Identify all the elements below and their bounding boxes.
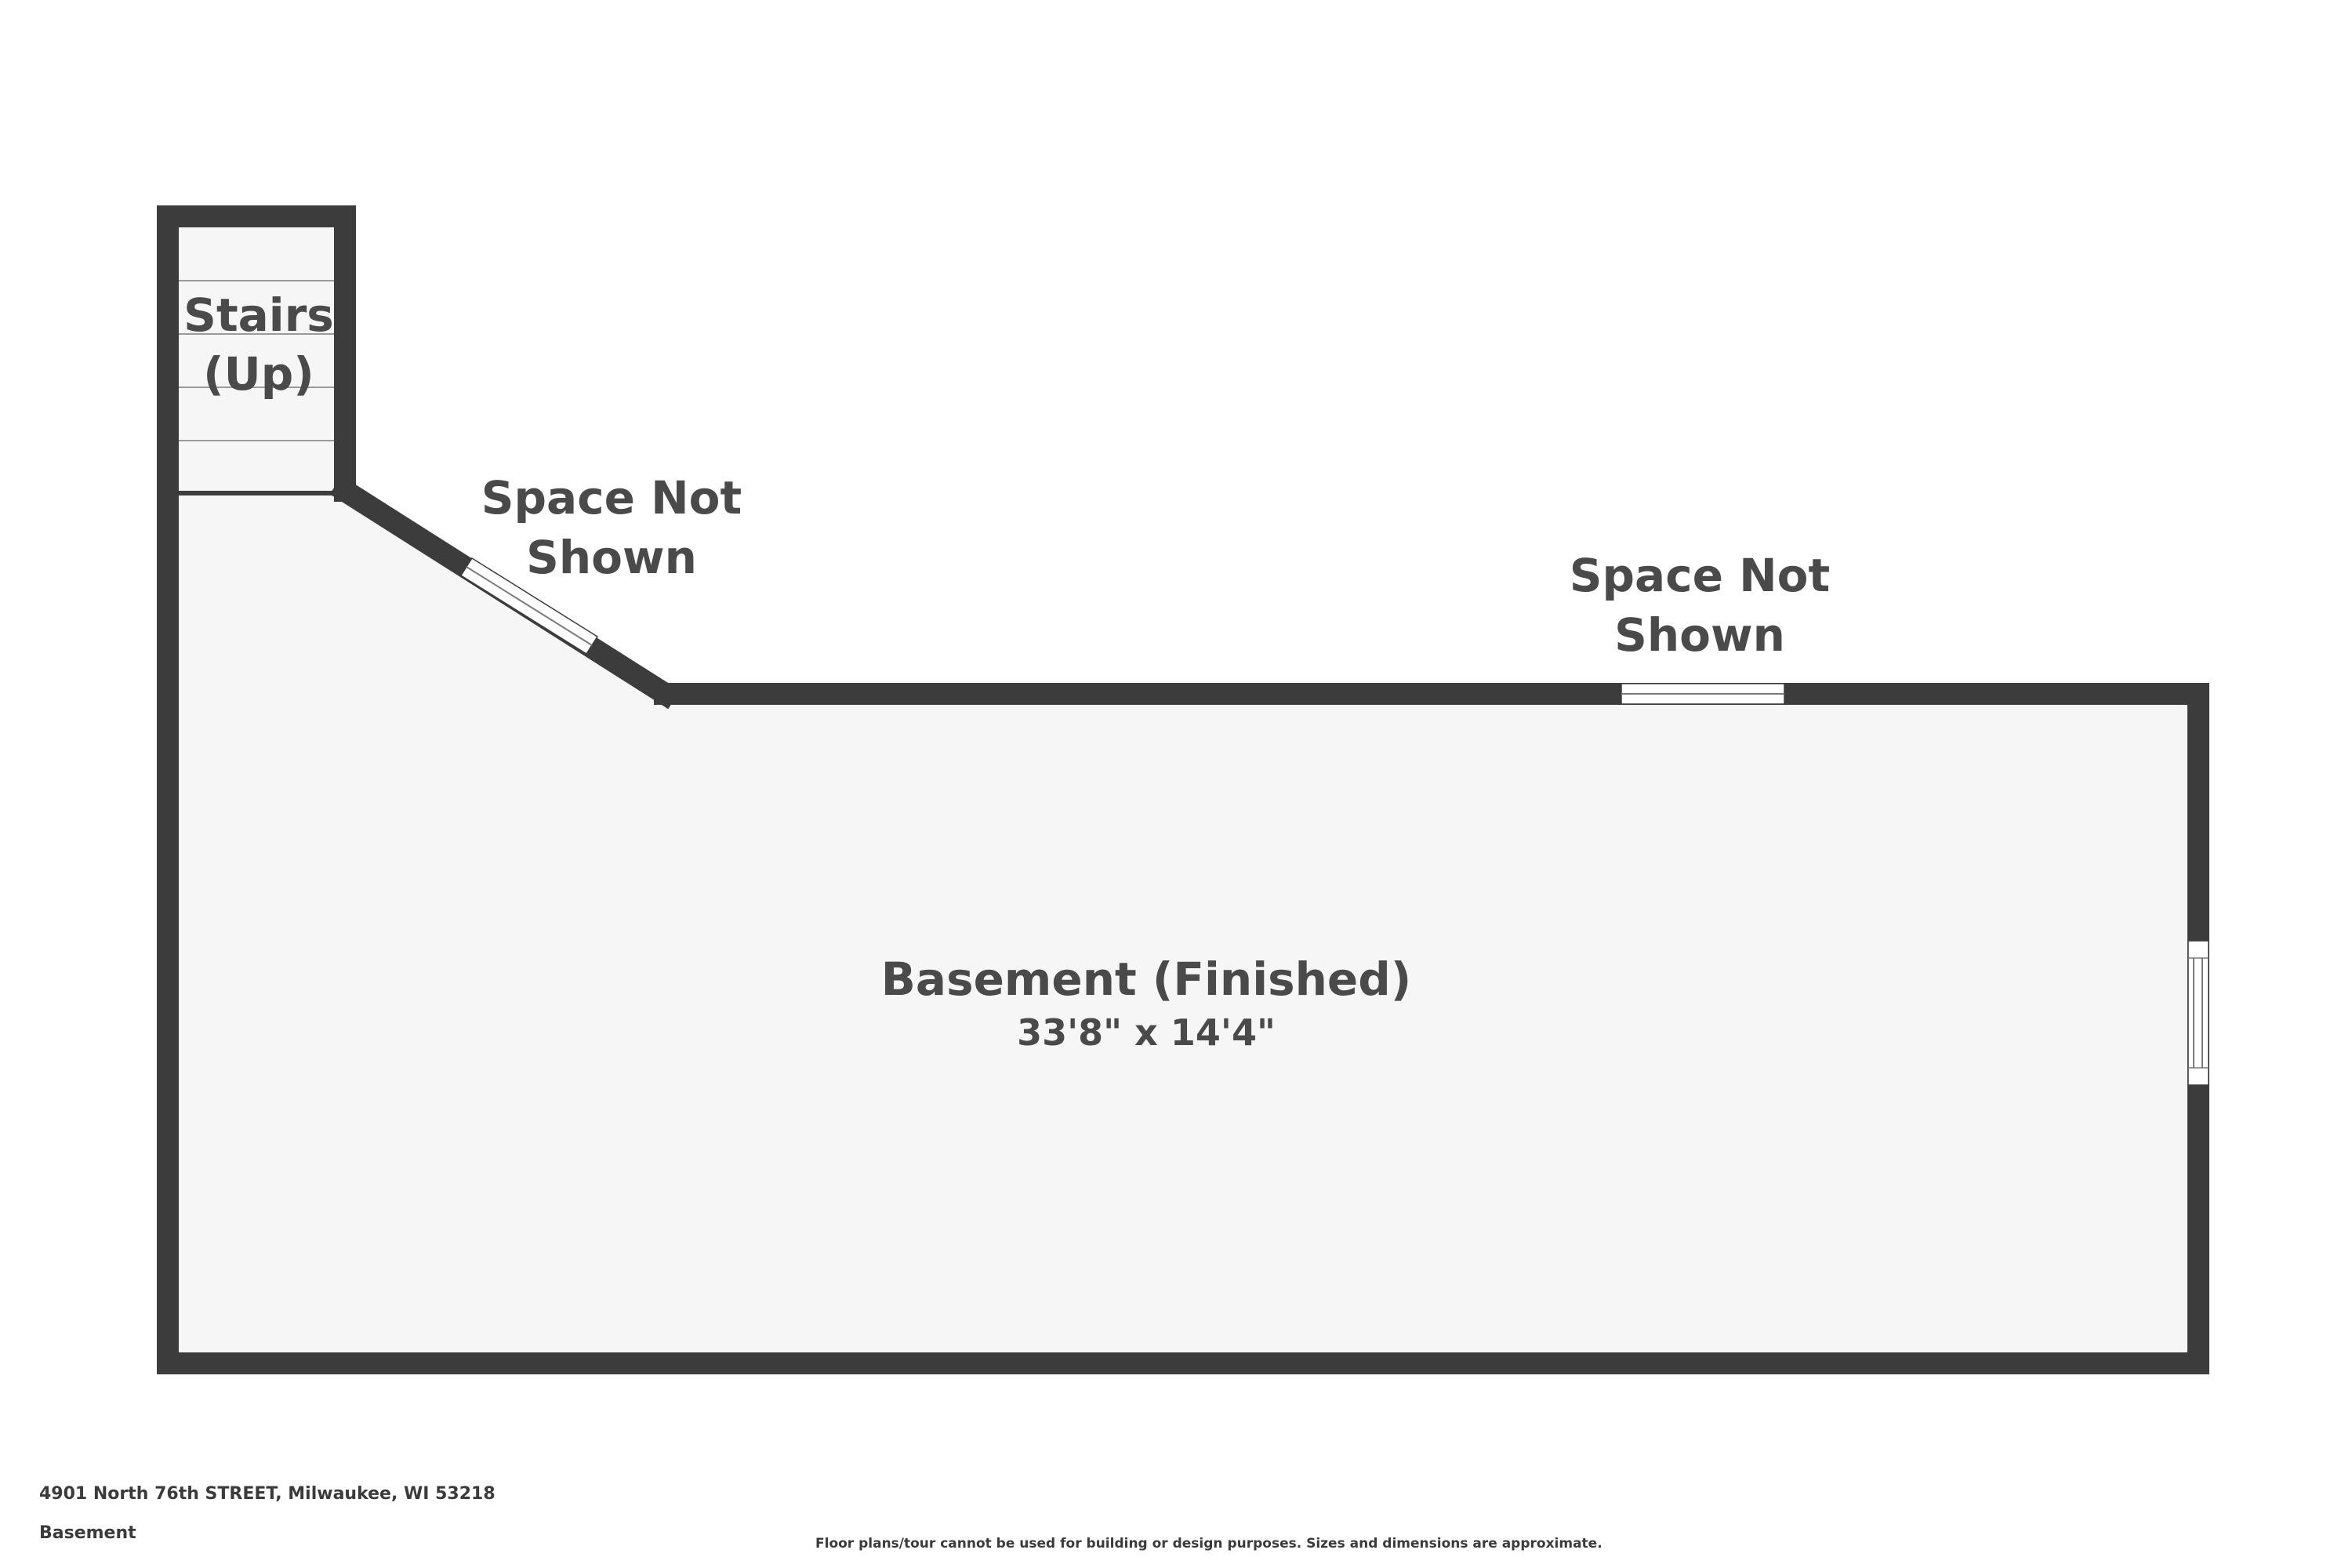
stairs-label-line1: Stairs: [183, 289, 334, 342]
right-window: [2187, 940, 2209, 1086]
diagonal-window: [459, 557, 599, 655]
top-window: [1621, 683, 1785, 705]
walls: [157, 205, 2209, 1374]
property-address: 4901 North 76th STREET, Milwaukee, WI 53…: [39, 1484, 495, 1504]
stairs-label-line2: (Up): [203, 347, 314, 401]
floor-name: Basement: [39, 1523, 136, 1543]
stairs-floor: [178, 227, 335, 494]
basement-floor: [178, 495, 2187, 1352]
stair-treads: [178, 280, 335, 441]
basement-room-name: Basement (Finished): [881, 953, 1412, 1006]
space-not-shown-2-line1: Space Not: [1570, 549, 1830, 602]
basement-dimensions: 33'8" x 14'4": [1017, 1011, 1276, 1054]
space-not-shown-1-line1: Space Not: [481, 471, 742, 524]
space-not-shown-2-line2: Shown: [1614, 608, 1785, 662]
disclaimer: Floor plans/tour cannot be used for buil…: [815, 1536, 1602, 1552]
space-not-shown-1-line2: Shown: [526, 531, 697, 584]
stairs-wall: [157, 205, 356, 1374]
